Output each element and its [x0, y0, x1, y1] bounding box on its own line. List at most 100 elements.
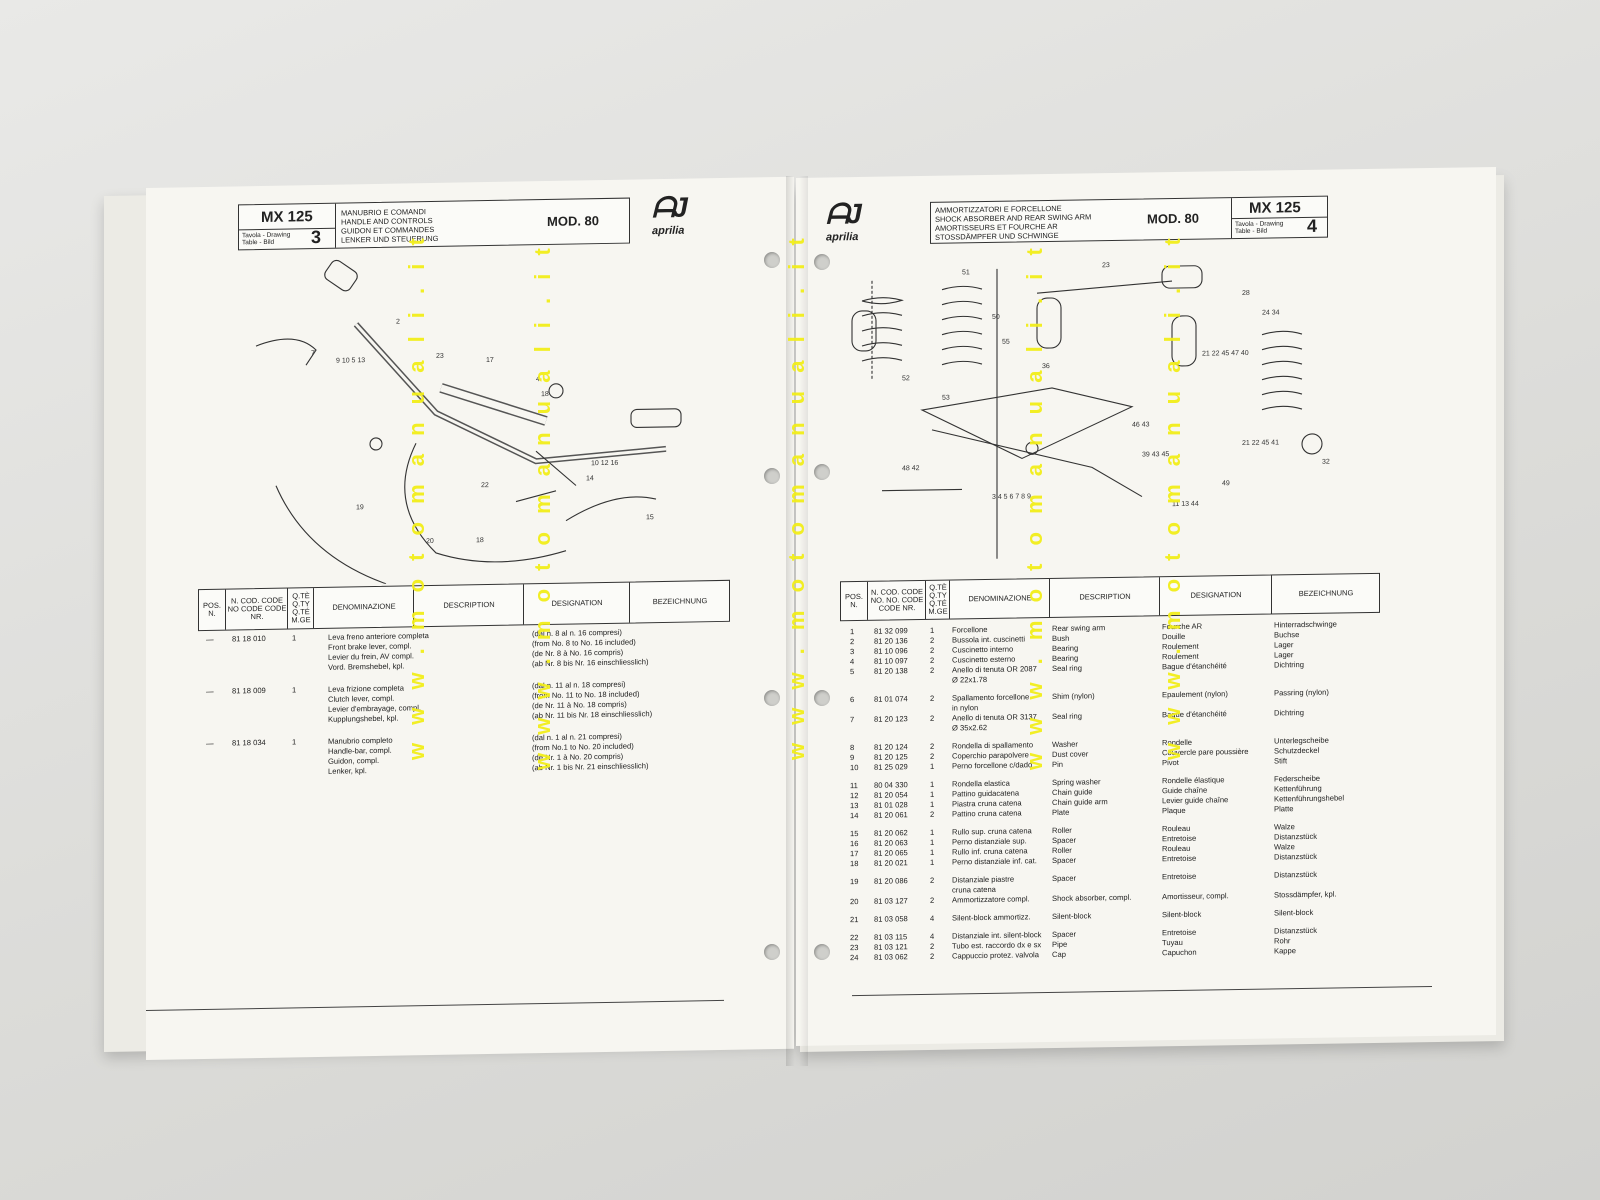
svg-text:14: 14	[586, 475, 594, 482]
right-mod-label: MOD. 80	[1147, 210, 1200, 227]
cell-designation: Plaque	[1162, 805, 1186, 816]
cell-description: Spacer	[1052, 873, 1077, 883]
cell-code: 81 20 063	[874, 838, 908, 848]
right-table-number: 4	[1307, 215, 1318, 236]
cell-code: 81 03 058	[874, 914, 908, 924]
cell-pos: —	[206, 686, 214, 696]
cell-denominazione: Cuscinetto interno	[952, 644, 1014, 655]
cell-denominazione: Rondella di spallamento	[952, 740, 1034, 751]
cell-qty: 2	[930, 693, 935, 703]
cell-bezeichnung: Lager	[1274, 640, 1294, 650]
cell-code: 81 18 010	[232, 633, 266, 644]
cell-qty: 1	[930, 857, 935, 867]
cell-bezeichnung: Kupplungshebel, kpl.	[328, 713, 399, 724]
cell-description: Clutch lever, compl.	[328, 693, 395, 704]
cell-code: 81 25 029	[874, 762, 908, 772]
cell-pos: 21	[850, 915, 859, 925]
svg-text:39 43 45: 39 43 45	[1142, 451, 1169, 458]
cell-code: 81 20 062	[874, 828, 908, 838]
col-qty: Q.tè Q.ty Q.té M.ge	[287, 588, 314, 629]
left-drawing-label-2: Table - Bild	[242, 238, 275, 247]
cell-description: Roller	[1052, 825, 1072, 835]
cell-designation: Amortisseur, compl.	[1162, 891, 1229, 902]
svg-text:55: 55	[1002, 339, 1010, 346]
cell-pos: 12	[850, 791, 859, 801]
cell-description: Rear swing arm	[1052, 623, 1106, 633]
cell-denominazione: Cappuccio protez. valvola	[952, 950, 1039, 961]
cell-code: 81 20 054	[874, 790, 908, 800]
aprilia-mark-icon: ᗩJ	[652, 191, 685, 224]
cell-qty: 1	[930, 625, 935, 635]
cell-denominazione-cont: Ø 35x2.62	[952, 722, 988, 733]
cell-bezeichnung: Dichtring	[1274, 708, 1304, 718]
cell-denominazione: Pattino cruna catena	[952, 808, 1022, 819]
cell-qty: 1	[930, 847, 935, 857]
col-code: N. COD. CODE No CODE CODE Nr.	[225, 588, 288, 630]
svg-text:32: 32	[1322, 459, 1330, 466]
svg-text:22: 22	[481, 482, 489, 489]
cell-bezeichnung: Federscheibe	[1274, 773, 1321, 784]
cell-code: 81 20 136	[874, 636, 908, 646]
cell-bezeichnung: Distanzstück	[1274, 869, 1318, 880]
cell-qty: 1	[930, 837, 935, 847]
brake-cable	[275, 485, 387, 585]
col-qty: Q.tè Q.ty Q.té M.ge	[925, 580, 950, 619]
cell-code: 81 20 021	[874, 858, 908, 868]
svg-text:23: 23	[1102, 262, 1110, 269]
shock-spring-left	[861, 297, 904, 362]
binder-hole	[814, 944, 830, 960]
chain-roller	[1025, 441, 1039, 455]
cell-bezeichnung: Vord. Bremshebel, kpl.	[328, 661, 405, 672]
chain-guide	[882, 488, 962, 492]
reservoir-hose	[1036, 280, 1173, 294]
cell-bezeichnung: Lager	[1274, 650, 1294, 660]
svg-text:21 22 45 41: 21 22 45 41	[1242, 439, 1279, 447]
cell-pos: 20	[850, 897, 859, 907]
cell-bezeichnung: Stift	[1274, 756, 1288, 766]
cell-pos: 13	[850, 801, 859, 811]
svg-text:11 13 44: 11 13 44	[1172, 501, 1199, 508]
cell-qty: 2	[930, 751, 935, 761]
cell-denominazione: Coperchio parapolvere	[952, 750, 1029, 761]
cell-designation: Capuchon	[1162, 947, 1197, 958]
svg-text:36: 36	[1042, 363, 1050, 370]
cell-pos: —	[206, 738, 214, 748]
gas-reservoir	[1161, 265, 1203, 289]
col-pos: POS. N.	[203, 600, 221, 618]
svg-text:15: 15	[646, 514, 654, 521]
cell-code: 81 32 099	[874, 626, 908, 636]
cell-designation: Entretoise	[1162, 927, 1197, 938]
cell-denominazione: Silent-block ammortizz.	[952, 912, 1031, 923]
col-denominazione: DENOMINAZIONE	[313, 586, 414, 629]
shock-spring-center	[941, 285, 983, 366]
svg-text:18: 18	[476, 537, 484, 544]
cell-pos: 19	[850, 877, 859, 887]
cell-description: Pipe	[1052, 939, 1068, 949]
cell-bezeichnung: Kappe	[1274, 946, 1296, 956]
handlebar-tube	[353, 322, 667, 465]
cell-code: 81 20 065	[874, 848, 908, 858]
cell-denominazione-cont: Ø 22x1.78	[952, 674, 988, 685]
cell-code: 81 01 074	[874, 694, 908, 704]
cell-code: 81 10 097	[874, 656, 908, 666]
cell-code: 81 01 028	[874, 800, 908, 810]
right-title-de: STOSSDÄMPFER UND SCHWINGE	[935, 230, 1059, 242]
cell-description: Chain guide arm	[1052, 797, 1108, 807]
cell-designation: Silent-block	[1162, 909, 1202, 920]
cell-code: 81 20 123	[874, 714, 908, 724]
cell-designation: Rouleau	[1162, 843, 1191, 854]
col-description: DESCRIPTION	[1049, 577, 1160, 618]
cell-bezeichnung: Buchse	[1274, 630, 1300, 640]
cell-designation: Entretoise	[1162, 853, 1197, 864]
svg-text:28: 28	[1242, 290, 1250, 297]
right-title-block: AMMORTIZZATORI E FORCELLONE SHOCK ABSORB…	[935, 203, 1091, 242]
cell-description: Cap	[1052, 949, 1066, 959]
cell-denominazione: Pattino guidacatena	[952, 788, 1020, 799]
cell-description: Shim (nylon)	[1052, 691, 1095, 701]
cell-bezeichnung: Schutzdeckel	[1274, 745, 1320, 756]
cell-qty: 4	[930, 931, 935, 941]
cell-qty: 2	[930, 741, 935, 751]
cell-code: 80 04 330	[874, 780, 908, 790]
